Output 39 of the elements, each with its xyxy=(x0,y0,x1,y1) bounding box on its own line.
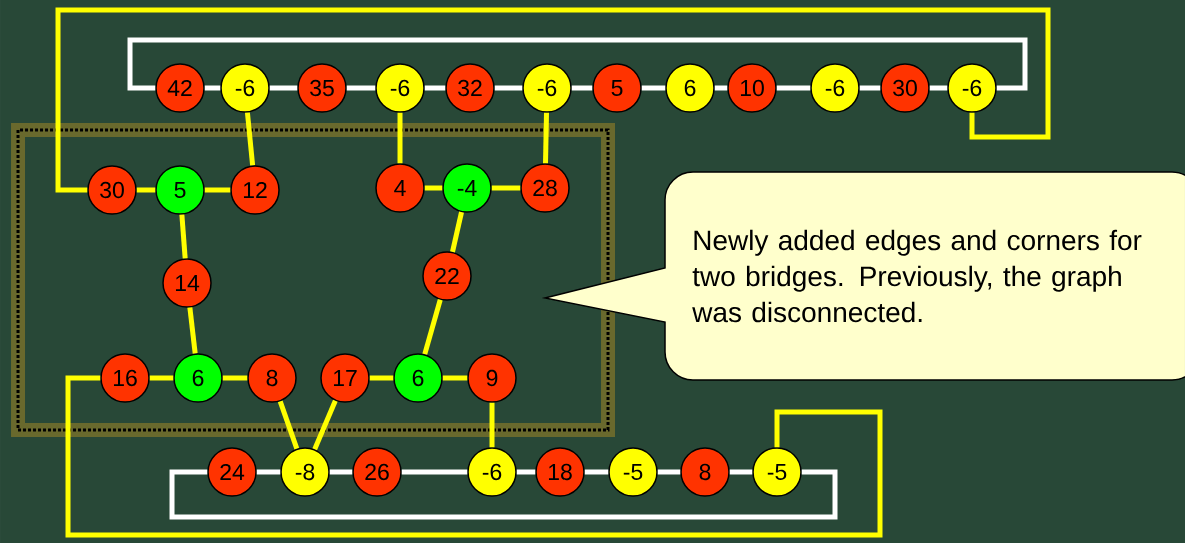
connector-line xyxy=(442,375,468,381)
connector-line xyxy=(169,469,838,520)
connector-line xyxy=(149,375,174,381)
connector-line xyxy=(269,85,298,91)
connector-line xyxy=(329,469,353,475)
connector-line xyxy=(179,214,188,259)
connector-line xyxy=(312,399,338,451)
connector-line xyxy=(346,85,376,91)
connector-line xyxy=(369,375,394,381)
connector-line xyxy=(277,400,300,450)
connector-line xyxy=(222,375,248,381)
connector-line xyxy=(729,469,753,475)
connector-line xyxy=(424,185,443,191)
connector-line xyxy=(397,112,403,164)
connector-line xyxy=(127,37,1028,91)
connector-line xyxy=(491,185,521,191)
connector-line xyxy=(584,469,609,475)
connector-line xyxy=(641,85,666,91)
connector-line xyxy=(204,187,231,193)
connector-line xyxy=(424,85,446,91)
connector-line xyxy=(187,307,198,354)
connector-line xyxy=(204,85,221,91)
connector-line xyxy=(136,187,156,193)
connector-line xyxy=(489,402,495,448)
connector-line xyxy=(55,7,1051,193)
connector-line xyxy=(571,85,593,91)
connector-line xyxy=(422,299,443,355)
connector-line xyxy=(65,375,883,538)
connector-line xyxy=(256,469,281,475)
connector-line xyxy=(543,112,549,164)
connector-line xyxy=(450,211,464,253)
connector-line xyxy=(401,469,468,475)
connector-line xyxy=(859,85,881,91)
connector-line xyxy=(714,85,728,91)
connector-line xyxy=(516,469,536,475)
connector-line xyxy=(494,85,523,91)
connector-line xyxy=(929,85,948,91)
connector-line xyxy=(657,469,681,475)
connector-line xyxy=(776,85,811,91)
